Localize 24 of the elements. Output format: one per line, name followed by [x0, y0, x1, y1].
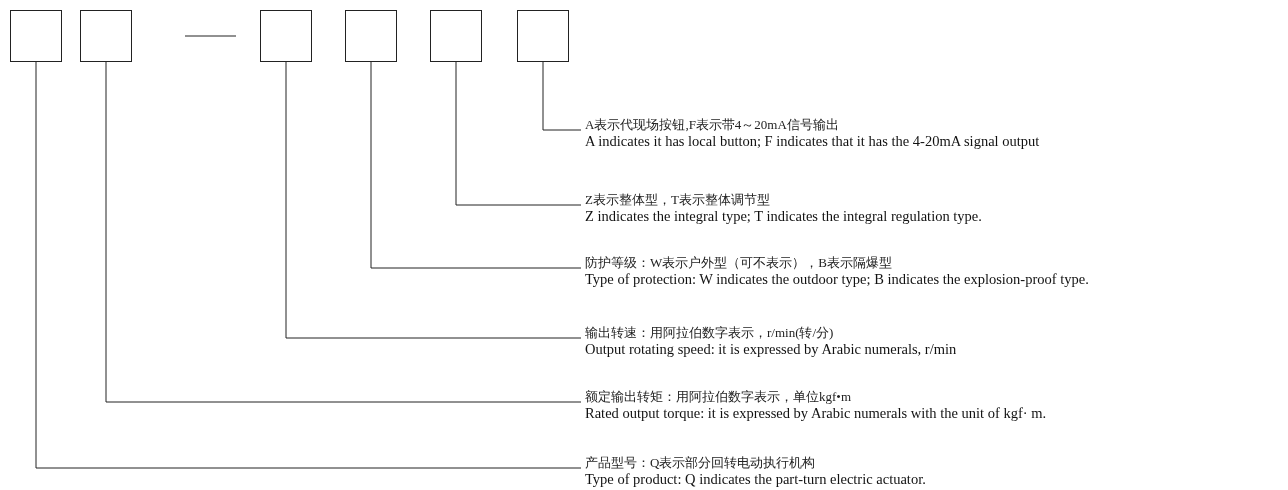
- code-box: [260, 10, 312, 62]
- leader-line: [370, 61, 582, 269]
- code-box: [345, 10, 397, 62]
- code-box: [80, 10, 132, 62]
- chinese-description: 输出转速：用阿拉伯数字表示，r/min(转/分): [585, 325, 835, 341]
- english-description: Output rotating speed: it is expressed by Arabic numerals, r/min: [585, 341, 957, 358]
- chinese-description: 防护等级：W表示户外型（可不表示），B表示隔爆型: [585, 255, 893, 271]
- leader-line: [35, 61, 582, 469]
- english-description: A indicates it has local button; F indicates that it has the 4-20mA signal output: [585, 133, 1040, 150]
- code-box: [517, 10, 569, 62]
- english-description: Z indicates the integral type; T indicates the integral regulation type.: [585, 208, 982, 225]
- english-description: Type of product: Q indicates the part-turn electric actuator.: [585, 471, 926, 488]
- english-description: Rated output torque: it is expressed by Arabic numerals with the unit of kgf· m.: [585, 405, 1047, 422]
- leader-line: [285, 61, 582, 339]
- chinese-description: 产品型号：Q表示部分回转电动执行机构: [585, 455, 817, 471]
- chinese-description: Z表示整体型，T表示整体调节型: [585, 192, 771, 208]
- code-box: [10, 10, 62, 62]
- chinese-description: A表示代现场按钮,F表示带4～20mA信号输出: [585, 117, 840, 133]
- leader-line: [455, 61, 582, 206]
- leader-line: [105, 61, 582, 403]
- leader-line: [542, 61, 582, 131]
- english-description: Type of protection: W indicates the outdoor type; B indicates the explosion-proof type.: [585, 271, 1089, 288]
- code-box: [430, 10, 482, 62]
- chinese-description: 额定输出转矩：用阿拉伯数字表示，单位kgf•m: [585, 389, 852, 405]
